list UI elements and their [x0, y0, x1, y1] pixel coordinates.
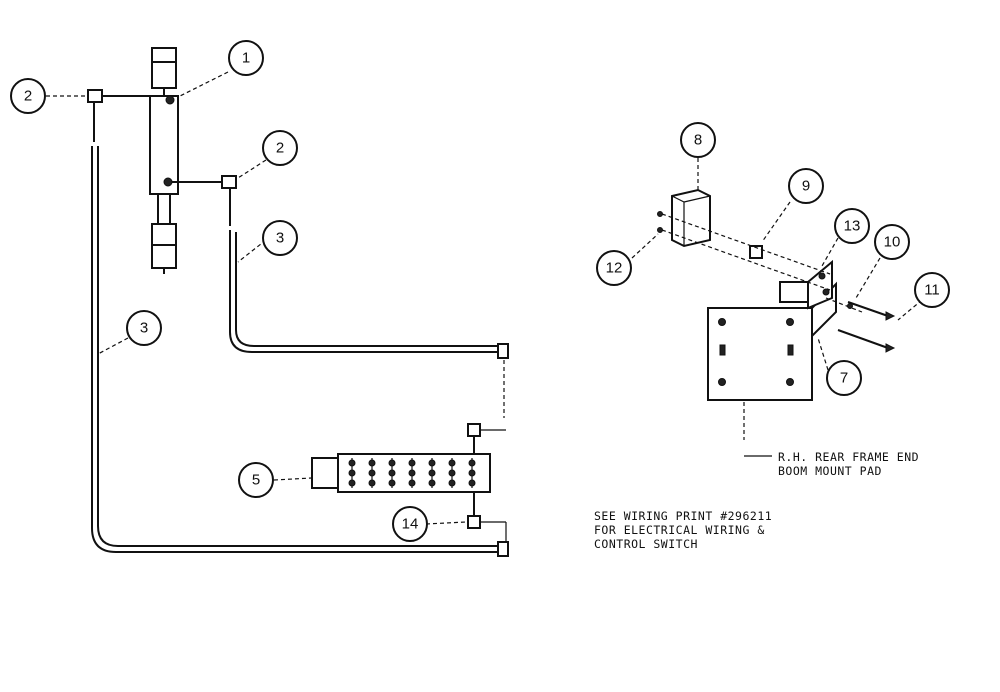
leader-lines — [46, 71, 923, 525]
balloon-b11: 11 — [914, 272, 950, 308]
wiring-note-line2: FOR ELECTRICAL WIRING & — [594, 523, 765, 537]
balloon-label: 11 — [924, 282, 940, 299]
balloon-label: 12 — [606, 260, 623, 277]
balloon-b2a: 2 — [10, 78, 46, 114]
balloon-b3b: 3 — [126, 310, 162, 346]
balloon-b10: 10 — [874, 224, 910, 260]
balloon-b9: 9 — [788, 168, 824, 204]
balloon-b2b: 2 — [262, 130, 298, 166]
control-valve — [311, 453, 491, 493]
balloon-label: 9 — [802, 178, 810, 195]
switch-mount-assembly — [657, 188, 896, 457]
balloon-b5: 5 — [238, 462, 274, 498]
frame-callout-line2: BOOM MOUNT PAD — [778, 464, 882, 478]
frame-callout-line1: R.H. REAR FRAME END — [778, 450, 919, 464]
balloon-b12: 12 — [596, 250, 632, 286]
balloon-b7: 7 — [826, 360, 862, 396]
wiring-note-line3: CONTROL SWITCH — [594, 537, 698, 551]
balloon-b14: 14 — [392, 506, 428, 542]
balloon-label: 5 — [252, 472, 260, 489]
balloon-b1: 1 — [228, 40, 264, 76]
wiring-note-line1: SEE WIRING PRINT #296211 — [594, 509, 772, 523]
balloon-label: 2 — [276, 140, 284, 157]
balloon-label: 10 — [884, 234, 901, 251]
balloon-b3a: 3 — [262, 220, 298, 256]
balloon-label: 7 — [840, 370, 848, 387]
balloon-label: 1 — [242, 50, 250, 67]
balloon-label: 3 — [140, 320, 148, 337]
balloon-label: 8 — [694, 132, 702, 149]
balloon-b13: 13 — [834, 208, 870, 244]
balloon-label: 14 — [402, 516, 419, 533]
balloon-label: 3 — [276, 230, 284, 247]
hose-lines — [87, 89, 509, 557]
balloon-label: 2 — [24, 88, 32, 105]
hydraulic-cylinder — [149, 47, 179, 274]
balloon-b8: 8 — [680, 122, 716, 158]
balloon-label: 13 — [844, 218, 861, 235]
